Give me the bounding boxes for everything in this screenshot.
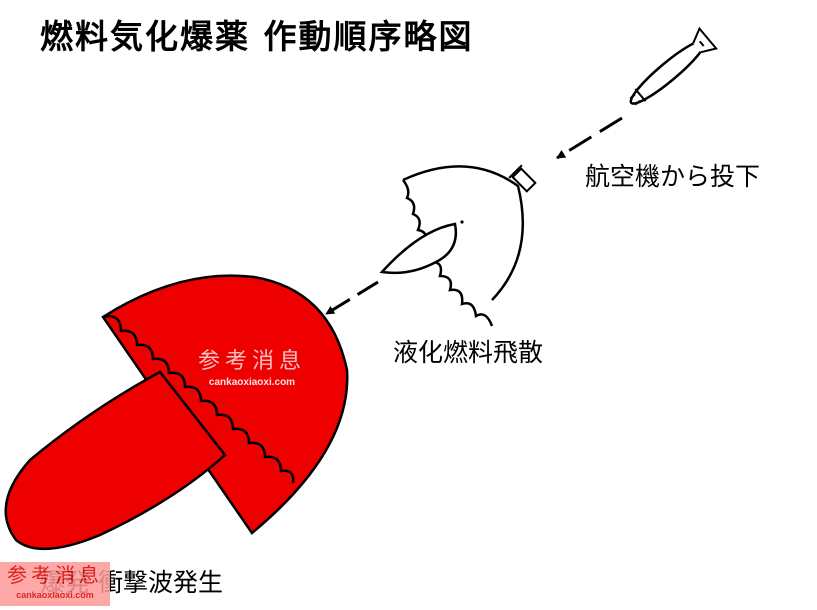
- watermark-center: 参考消息 cankaoxiaoxi.com: [198, 343, 306, 388]
- watermark-logo: 参考消息 cankaoxiaoxi.com: [0, 562, 110, 606]
- explosion-fireball: [4, 274, 349, 551]
- watermark-text: 参考消息: [198, 349, 307, 374]
- label-fuel-scatter: 液化燃料飛散: [393, 338, 544, 367]
- fuel-dispersal-canister: [379, 164, 537, 327]
- diagram-title: 燃料気化爆薬 作動順序略図: [40, 17, 474, 56]
- watermark-url: cankaoxiaoxi.com: [208, 377, 296, 388]
- dispersal-arrow: [325, 280, 379, 316]
- watermark-logo-text: 参考消息: [7, 563, 103, 587]
- watermark-logo-url: cankaoxiaoxi.com: [16, 590, 94, 600]
- drop-arrow: [556, 116, 623, 160]
- bomb-icon: [629, 26, 718, 106]
- label-aircraft-drop: 航空機から投下: [585, 162, 761, 191]
